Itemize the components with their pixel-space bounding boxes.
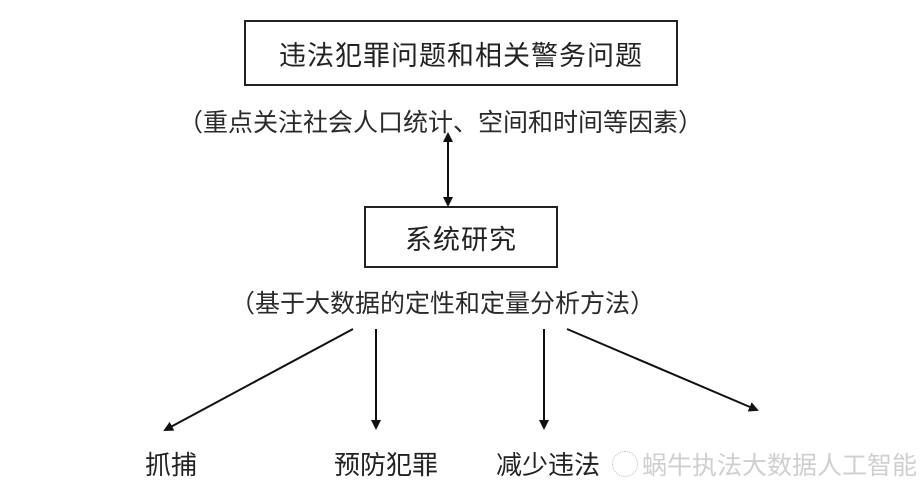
top-box-label: 违法犯罪问题和相关警务问题: [279, 40, 643, 72]
arrow-to-fourth-outcome: [566, 328, 759, 412]
middle-box: 系统研究: [364, 206, 558, 268]
middle-box-label: 系统研究: [405, 224, 517, 256]
watermark-text: 蜗牛执法大数据人工智能: [642, 451, 918, 480]
top-note: （重点关注社会人口统计、空间和时间等因素）: [178, 108, 704, 137]
arrow-to-arrest: [163, 328, 354, 431]
outcome-reduce-violations: 减少违法: [496, 451, 601, 481]
outcome-arrest: 抓捕: [145, 451, 198, 481]
top-box: 违法犯罪问题和相关警务问题: [244, 20, 678, 86]
middle-note: （基于大数据的定性和定量分析方法）: [230, 289, 656, 318]
outcome-crime-prevention: 预防犯罪: [334, 451, 439, 481]
wechat-logo-icon: [612, 451, 638, 477]
watermark: 蜗牛执法大数据人工智能: [612, 446, 917, 482]
